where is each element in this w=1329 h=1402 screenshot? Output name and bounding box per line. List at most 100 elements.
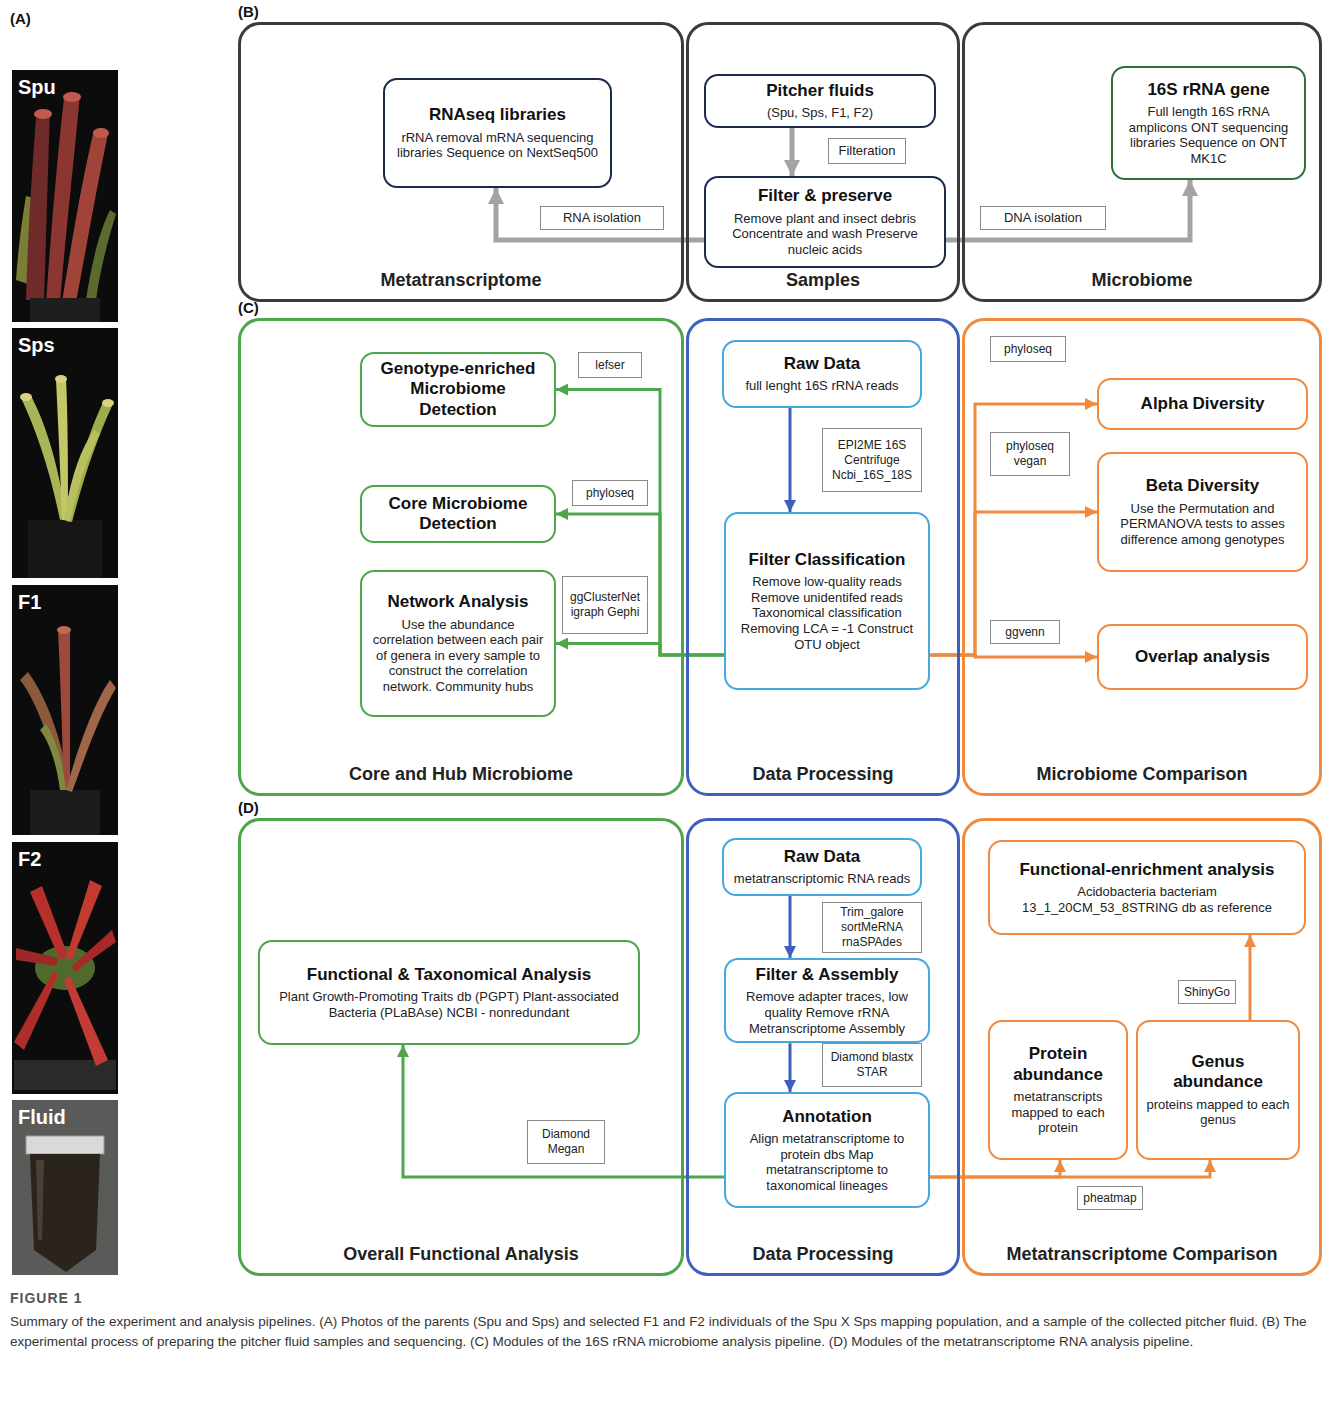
module-panel: Overall Functional Analysis Functional & … (238, 818, 684, 1276)
process-box: Beta DiversityUse the Permutation and PE… (1097, 452, 1308, 572)
process-box: Filter ClassificationRemove low-quality … (724, 512, 930, 690)
process-box: Filter & AssemblyRemove adapter traces, … (724, 958, 930, 1043)
box-body: (Spu, Sps, F1, F2) (767, 105, 873, 121)
step-box: RNA isolation (540, 206, 664, 230)
plant-photo (12, 70, 118, 322)
process-box: AnnotationAlign metatranscriptome to pro… (724, 1092, 930, 1208)
process-box: Filter & preserveRemove plant and insect… (704, 176, 946, 268)
tool-box: phyloseq vegan (990, 432, 1070, 476)
pitcher-leaf (14, 970, 58, 1050)
box-body: full lenght 16S rRNA reads (745, 378, 898, 394)
tool-label: Trim_galore sortMeRNA rnaSPAdes (828, 905, 916, 950)
panel-title: Microbiome (965, 270, 1319, 291)
tool-label: lefser (595, 358, 624, 373)
figure-caption: Summary of the experiment and analysis p… (10, 1312, 1315, 1351)
panel-title: Metatranscriptome Comparison (965, 1244, 1319, 1265)
plant-pot (28, 520, 102, 578)
plant-tray (14, 1060, 116, 1090)
tool-label: ggvenn (1005, 625, 1044, 640)
tool-box: phyloseq (572, 480, 648, 506)
process-box: Protein abundancemetatranscripts mapped … (988, 1020, 1128, 1160)
box-heading: Core Microbiome Detection (370, 494, 546, 535)
photo-label: F1 (18, 591, 41, 614)
tool-label: pheatmap (1083, 1191, 1136, 1206)
tool-box: ShinyGo (1178, 980, 1236, 1004)
process-box: Genotype-enriched Microbiome Detection (360, 352, 556, 427)
box-heading: Overlap analysis (1135, 647, 1270, 667)
flow-arrow (930, 404, 1097, 655)
photo-ground (12, 585, 118, 835)
tool-box: pheatmap (1077, 1186, 1143, 1210)
flow-arrow (930, 512, 1097, 655)
flow-arrow (556, 390, 724, 655)
process-box: Functional-enrichment analysisAcidobacte… (988, 840, 1306, 935)
box-heading: Functional-enrichment analysis (1019, 860, 1274, 880)
process-box: Pitcher fluids (Spu, Sps, F1, F2) (704, 74, 936, 128)
tool-label: phyloseq (1004, 342, 1052, 357)
tool-box: ggClusterNet igraph Gephi (562, 576, 648, 634)
box-heading: Raw Data (784, 847, 861, 867)
panel-title: Samples (689, 270, 957, 291)
tool-label: ShinyGo (1184, 985, 1230, 1000)
tool-box: Diamond Megan (527, 1120, 605, 1164)
tool-box: Diamond blastx STAR (822, 1043, 922, 1087)
pitcher-leaf (40, 724, 66, 790)
process-box: Genus abundanceproteins mapped to each g… (1136, 1020, 1300, 1160)
box-heading: Functional & Taxonomical Analysis (307, 965, 591, 985)
tool-label: ggClusterNet igraph Gephi (568, 590, 642, 620)
flow-arrow (789, 408, 792, 512)
tool-box: phyloseq (990, 336, 1066, 362)
flow-arrow (790, 128, 795, 176)
box-heading: Network Analysis (387, 592, 528, 612)
flow-arrow (1249, 935, 1252, 1020)
pitcher-leaf (66, 680, 116, 792)
tool-label: EPI2ME 16S Centrifuge Ncbi_16S_18S (828, 438, 916, 483)
pitcher-mouth (57, 626, 71, 634)
tool-box: Trim_galore sortMeRNA rnaSPAdes (822, 902, 922, 953)
pitcher-leaf (16, 948, 58, 966)
tool-label: DNA isolation (1004, 210, 1082, 226)
module-panel: Microbiome ComparisonphyloseqAlpha Diver… (962, 318, 1322, 796)
pitcher-mouth (34, 109, 52, 119)
flow-arrow (403, 1045, 724, 1177)
step-box: Filteration (828, 138, 906, 164)
pitcher-leaf (30, 886, 68, 960)
box-body: Full length 16S rRNA amplicons ONT seque… (1121, 104, 1296, 166)
stage-panel: Microbiome16S rRNA geneFull length 16S r… (962, 22, 1322, 302)
tool-label: Diamond blastx STAR (828, 1050, 916, 1080)
panel-title: Microbiome Comparison (965, 764, 1319, 785)
box-heading: Genus abundance (1146, 1052, 1290, 1093)
photo-ground (12, 1100, 118, 1275)
flow-arrow (556, 644, 724, 656)
box-heading: Pitcher fluids (766, 81, 874, 101)
box-heading: Beta Diversity (1146, 476, 1259, 496)
tube-highlight (36, 1160, 44, 1240)
pitcher-mouth (93, 128, 109, 138)
box-heading: Protein abundance (998, 1044, 1118, 1085)
flow-arrow (930, 655, 1097, 657)
panel-title: Data Processing (689, 764, 957, 785)
process-box: Raw Datametatranscriptomic RNA reads (722, 838, 922, 896)
box-heading: Filter & Assembly (756, 965, 899, 985)
flow-arrow (930, 1160, 1060, 1177)
tool-label: RNA isolation (563, 210, 641, 226)
fluid-photo (12, 1100, 118, 1275)
module-panel: Data Processing Raw Datafull lenght 16S r… (686, 318, 960, 796)
process-box: Functional & Taxonomical AnalysisPlant G… (258, 940, 640, 1045)
process-box: Core Microbiome Detection (360, 485, 556, 543)
panel-title: Overall Functional Analysis (241, 1244, 681, 1265)
box-heading: Annotation (782, 1107, 872, 1127)
flow-arrow (789, 896, 792, 958)
tool-label: Diamond Megan (533, 1127, 599, 1157)
pitcher-mouth (20, 393, 32, 401)
plant-pot (30, 790, 100, 835)
tool-label: phyloseq (586, 486, 634, 501)
box-body: Remove plant and insect debris Concentra… (714, 211, 936, 258)
pitcher-mouth (55, 375, 67, 383)
flow-arrow (946, 180, 1190, 240)
photo-ground (12, 842, 118, 1094)
tool-label: phyloseq vegan (996, 439, 1064, 469)
photo-label: Sps (18, 334, 55, 357)
step-box: DNA isolation (980, 206, 1106, 230)
process-box: Raw Datafull lenght 16S rRNA reads (722, 340, 922, 408)
